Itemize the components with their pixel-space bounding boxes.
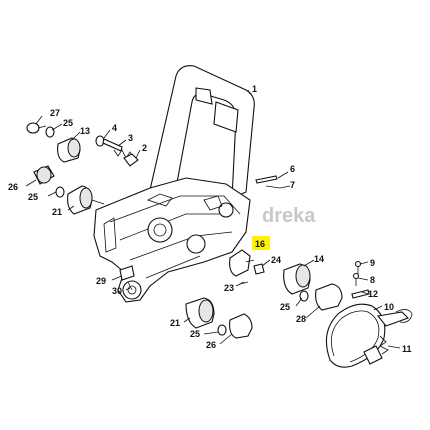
label-25-bottom: 25	[190, 329, 200, 339]
handle-part	[149, 65, 255, 199]
label-12: 12	[368, 289, 378, 299]
part-16-cover	[229, 249, 251, 277]
label-10: 10	[384, 302, 394, 312]
part-8-screw	[352, 272, 360, 286]
part-10-brake-band	[325, 303, 413, 368]
label-29: 29	[96, 276, 106, 286]
part-4-screw	[95, 135, 123, 152]
label-26-bottom: 26	[206, 340, 216, 350]
part-12-pin	[351, 289, 370, 299]
label-7: 7	[290, 180, 295, 190]
watermark-text: dreka	[262, 205, 316, 227]
part-27-screw	[26, 122, 47, 134]
part-26-cap-bottom	[229, 313, 253, 339]
label-23: 23	[224, 283, 234, 293]
part-11-spring	[363, 335, 389, 365]
label-16: 16	[255, 239, 265, 249]
label-28: 28	[296, 314, 306, 324]
part-21-buffer-bottom	[185, 297, 215, 329]
label-14: 14	[314, 254, 324, 264]
part-2-nut	[123, 153, 139, 167]
part-9-screw	[354, 260, 362, 274]
label-9: 9	[370, 258, 375, 268]
label-25-top: 25	[63, 118, 73, 128]
part-25-washer-top	[45, 126, 55, 138]
part-14-buffer	[283, 263, 311, 295]
part-30-screw	[127, 281, 133, 291]
label-6: 6	[290, 164, 295, 174]
part-13-buffer	[57, 137, 81, 163]
part-26-nut-left	[33, 165, 55, 185]
label-8: 8	[370, 275, 375, 285]
part-21-buffer-left	[67, 185, 105, 215]
part-25-washer-bottom	[217, 324, 227, 336]
part-3-spring	[113, 149, 135, 161]
label-27: 27	[50, 108, 60, 118]
part-24-screw	[253, 263, 265, 275]
label-11: 11	[402, 344, 412, 354]
label-16-highlight	[252, 236, 270, 250]
label-2: 2	[142, 143, 147, 153]
label-1: 1	[252, 84, 257, 94]
part-6-pin	[255, 175, 278, 184]
part-7-clip	[265, 185, 281, 189]
label-30: 30	[112, 286, 122, 296]
label-25-right: 25	[280, 302, 290, 312]
part-25-washer-left	[55, 186, 65, 198]
label-25-left: 25	[28, 192, 38, 202]
label-21-left: 21	[52, 207, 62, 217]
label-21-bottom: 21	[170, 318, 180, 328]
part-28-cap	[315, 283, 343, 311]
label-4: 4	[112, 123, 117, 133]
label-3: 3	[128, 133, 133, 143]
label-24: 24	[271, 255, 281, 265]
leader-lines	[25, 89, 401, 349]
label-26-left: 26	[8, 182, 18, 192]
label-13: 13	[80, 126, 90, 136]
